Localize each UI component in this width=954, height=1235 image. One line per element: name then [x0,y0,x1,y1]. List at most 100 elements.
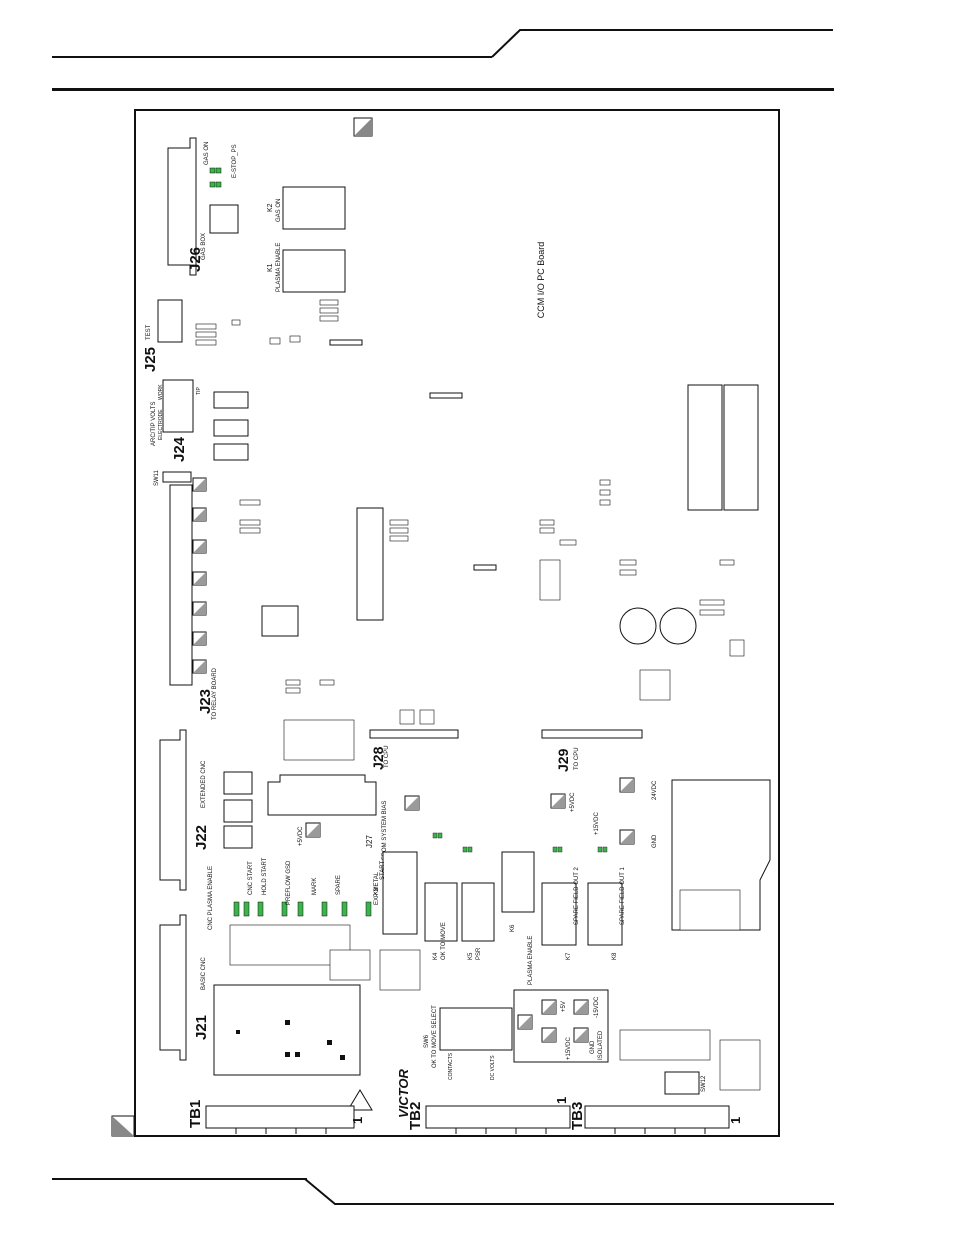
component-clusters [195,299,761,1091]
k6-name: K6 [510,924,516,932]
tp13-label: +5VDC [570,792,576,812]
ic-u13 [329,339,363,346]
power-module [213,984,361,1076]
ic-u5-block [356,507,384,621]
cnc-leds [233,901,372,917]
connector-j26: J26 [167,137,204,276]
tb1-pin: 1 [350,1117,365,1124]
relay-k4: K4 OK TO MOVE [424,882,458,960]
preflow-label: PREFLOW GSD [286,860,292,905]
tp7-label: -15VDC [594,996,600,1018]
connector-j29: J29 TO CPU [541,729,643,772]
cnc-start-label: CNC START [248,861,254,895]
inductor-l5 [223,799,253,823]
k8-name: K8 [612,952,618,960]
relay-k5: K5 PSR [461,882,495,960]
dc-volts-label: DC VOLTS [490,1055,496,1080]
relay-k8: K8 SPARE FIELD OUT 1 [587,867,626,960]
terminal-block-tb3: TB3 1 [569,1102,743,1130]
corner-marker-bottom [111,1115,135,1137]
j22-desc: EXTENDED CNC [201,760,207,808]
tp15-label: 24VDC [652,780,658,800]
k3-label: START [380,861,386,880]
j25-label: J25 [142,347,159,372]
work-label: WORK [158,384,164,400]
capacitor-c77 [659,607,697,645]
header-rule-lower [52,88,834,91]
k2-label: GAS ON [276,199,282,222]
tp13-marker: +5VDC [550,792,576,812]
k1-label: PLASMA ENABLE [276,243,282,292]
sw6-label: OK TO MOVE SELECT [432,1005,438,1068]
resistor-r32 [213,391,249,409]
j24-desc: ARC/TIP VOLTS [151,402,157,446]
connector-j25: J25 TEST [142,299,183,372]
tp6-label: +15VDC [566,1036,572,1060]
board-title: CCM I/O PC Board [536,242,546,319]
relay-k1: K1 PLASMA ENABLE [267,243,346,293]
resistor-r31 [213,419,249,437]
isolated-tps [517,999,589,1043]
switch-sw11 [162,471,192,483]
connector-j28: J28 TO CPU [369,729,459,770]
k4-label: OK TO MOVE [441,922,447,960]
k1-name: K1 [267,263,274,272]
logo-text: VICTOR [396,1069,411,1118]
j21-label: J21 [193,1015,210,1040]
terminal-block-tb2: TB2 1 [407,1097,571,1130]
inductor-l4 [223,825,253,849]
k3-name: K3 [374,887,380,895]
inductor-l6 [223,771,253,795]
e-stop-label: E-STOP_PS [232,144,238,178]
relay-k2: K2 GAS ON [267,186,346,230]
relay-k6-body [501,851,535,913]
k7-label: SPARE FIELD OUT 2 [574,867,580,925]
gas-box-label: GAS BOX [201,233,207,260]
tb1-label: TB1 [187,1100,204,1128]
sw11-label: SW11 [154,469,160,486]
k2-name: K2 [267,203,274,212]
tb2-pin: 1 [554,1097,569,1104]
j21-desc: BASIC CNC [201,957,207,990]
exp-metal-label: EXP METAL [374,871,380,905]
connector-j24: J24 ARC/TIP VOLTS ELECTRODE WORK TIP [151,379,202,462]
ic-u16 [473,564,497,571]
resistor-r30 [213,443,249,461]
sw12-label: SW12 [701,1075,707,1092]
footer-notch [304,1178,834,1205]
footer-rule-left [52,1178,307,1180]
tp12-marker: +5VDC [298,822,321,846]
victor-logo: VICTOR [347,1069,411,1118]
tp10-label: GND [590,1040,596,1054]
tp14-label: +15VDC [594,811,600,835]
j26-label: J26 [187,247,204,272]
isolated-label: ISOLATED [598,1030,604,1060]
switch-sw12 [664,1071,700,1095]
gas-on-label: GAS ON [204,142,210,165]
k6-label: PLASMA ENABLE [528,936,534,985]
tp12-label: +5VDC [298,826,304,846]
j28-label: J28 [370,746,386,770]
k4-name: K4 [433,952,439,960]
tp1-label: GND [652,834,658,848]
cnc-plasma-enable-label: CNC PLASMA ENABLE [208,866,214,930]
k7-name: K7 [566,952,572,960]
mark-label: MARK [312,878,318,895]
j29-label: J29 [555,748,571,772]
k8-label: SPARE FIELD OUT 1 [620,867,626,925]
tb3-label: TB3 [569,1102,586,1130]
connector-j27: J27 FROM SYSTEM BIAS [267,774,388,860]
header-rule-upper [52,56,492,58]
relay-k7: K7 SPARE FIELD OUT 2 [541,867,580,960]
j24-label: J24 [171,436,188,462]
hold-start-label: HOLD START [262,857,268,895]
j25-test: TEST [146,324,152,340]
j27-label: J27 [365,835,374,848]
j28-desc: TO CPU [384,745,390,768]
tb3-pin: 1 [728,1117,743,1124]
tb-ticks [235,1128,706,1134]
j23-desc: TO RELAY BOARD [212,667,218,720]
l3-box [209,204,239,234]
gas-on-leds [209,167,222,188]
